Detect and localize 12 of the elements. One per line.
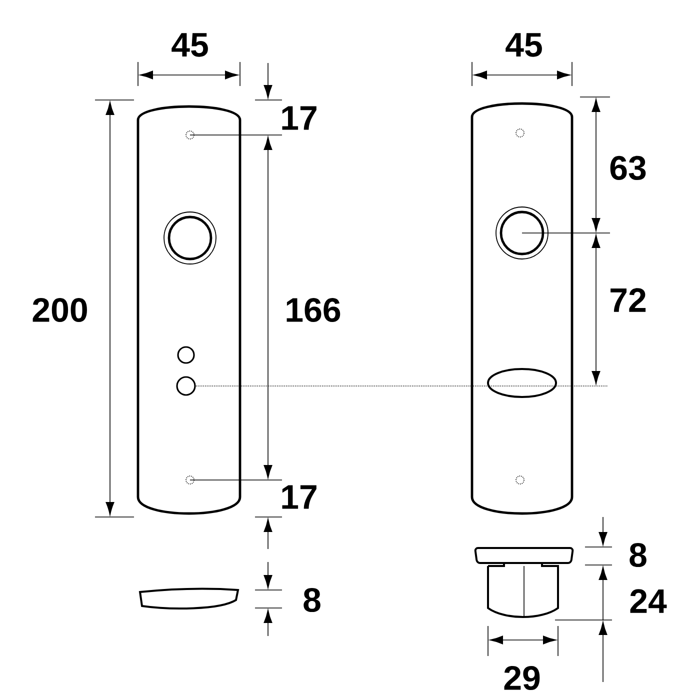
dimension-label: 63 xyxy=(610,156,646,180)
dimension-label: 45 xyxy=(506,33,542,57)
dimension-label: 17 xyxy=(282,485,316,509)
dimension-label: 17 xyxy=(282,106,316,130)
dimension-label: 72 xyxy=(610,288,646,312)
dimension-label: 24 xyxy=(630,589,667,613)
dimension-label: 29 xyxy=(504,666,540,690)
dimension-label: 45 xyxy=(172,33,208,57)
dimension-label: 166 xyxy=(286,298,340,322)
dimension-label: 200 xyxy=(32,298,87,322)
dimension-label: 8 xyxy=(630,542,646,568)
dimension-label: 8 xyxy=(304,588,320,612)
